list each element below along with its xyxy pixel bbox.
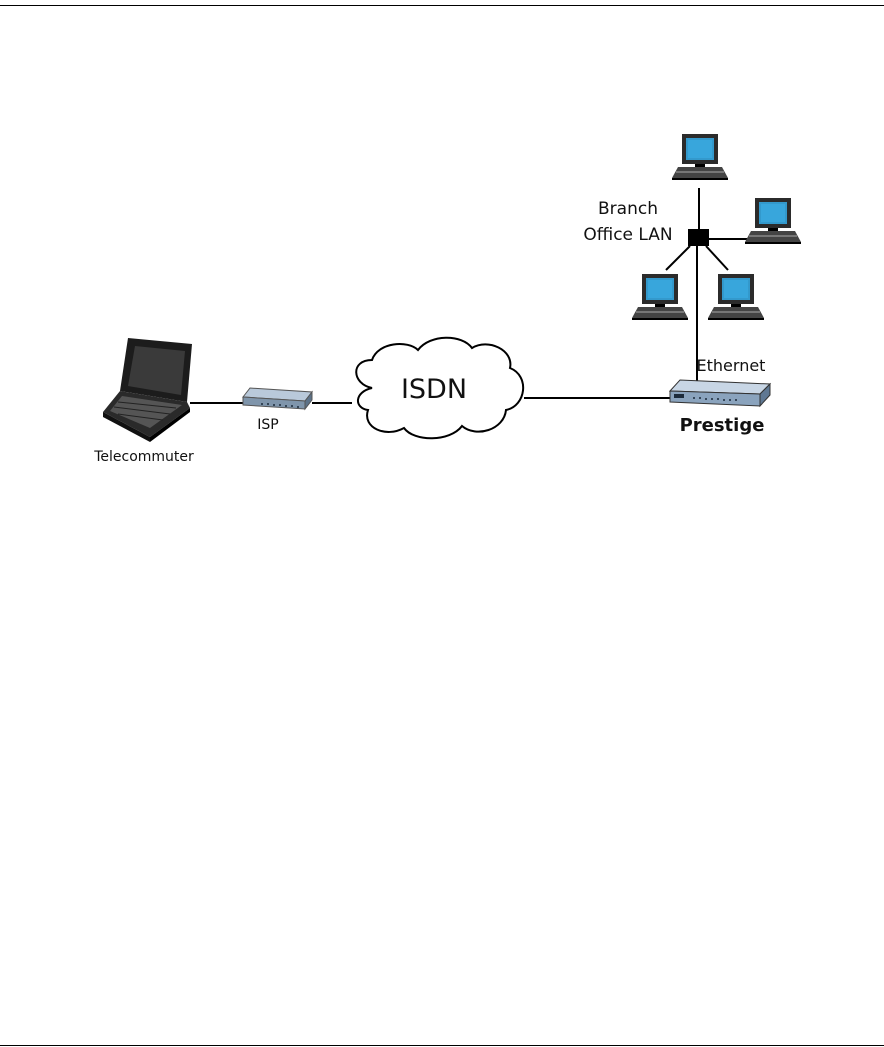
lan-hub-icon	[688, 229, 709, 246]
isp-label: ISP	[257, 417, 278, 433]
workstation-top-icon	[672, 134, 728, 180]
workstation-right-icon	[745, 198, 801, 244]
hub-to-left-pc-line	[666, 246, 690, 270]
branch-office-label-line2: Office LAN	[583, 225, 672, 245]
prestige-label: Prestige	[680, 415, 765, 436]
hub-to-bottom-right-pc-line	[706, 246, 728, 270]
isdn-label: ISDN	[401, 374, 467, 405]
telecommuter-label: Telecommuter	[93, 449, 194, 465]
ethernet-label: Ethernet	[697, 356, 766, 375]
prestige-router-icon	[670, 380, 770, 406]
branch-office-label-line1: Branch	[598, 199, 658, 219]
workstation-bottom-left-icon	[632, 274, 688, 320]
isp-modem-icon	[243, 388, 312, 409]
workstation-bottom-right-icon	[708, 274, 764, 320]
laptop-icon	[103, 338, 192, 442]
